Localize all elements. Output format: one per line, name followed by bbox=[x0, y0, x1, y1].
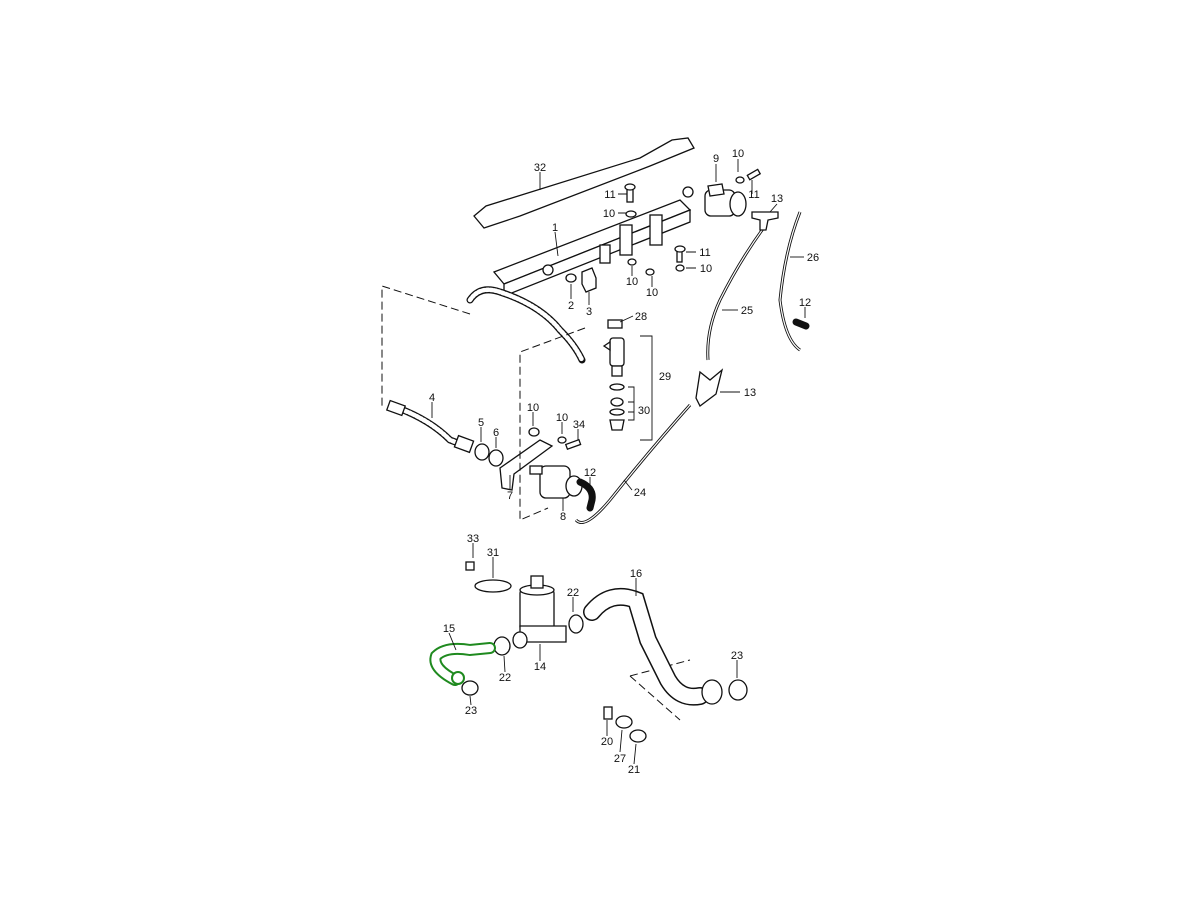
callout-8[interactable]: 8 bbox=[560, 511, 566, 523]
fasteners bbox=[528, 168, 762, 451]
leader-lines bbox=[431, 159, 806, 765]
callout-10[interactable]: 10 bbox=[603, 208, 615, 220]
callout-5[interactable]: 5 bbox=[478, 417, 484, 429]
callout-10[interactable]: 10 bbox=[556, 412, 568, 424]
callout-30[interactable]: 30 bbox=[638, 405, 650, 417]
callout-14[interactable]: 14 bbox=[534, 661, 546, 673]
callout-22[interactable]: 22 bbox=[567, 587, 579, 599]
callout-3[interactable]: 3 bbox=[586, 306, 592, 318]
callout-26[interactable]: 26 bbox=[807, 252, 819, 264]
callout-28[interactable]: 28 bbox=[635, 311, 647, 323]
callout-9[interactable]: 9 bbox=[713, 153, 719, 165]
callout-labels: 32 1 11 10 9 10 11 13 26 11 10 10 10 2 3… bbox=[429, 148, 819, 776]
part-7-bracket[interactable] bbox=[499, 439, 554, 491]
callout-16[interactable]: 16 bbox=[630, 568, 642, 580]
part-15-hose-highlighted[interactable] bbox=[429, 642, 496, 686]
callout-6[interactable]: 6 bbox=[493, 427, 499, 439]
callout-34[interactable]: 34 bbox=[573, 419, 585, 431]
callout-10[interactable]: 10 bbox=[527, 402, 539, 414]
callout-11[interactable]: 11 bbox=[604, 189, 615, 201]
callout-2[interactable]: 2 bbox=[568, 300, 574, 312]
callout-24[interactable]: 24 bbox=[634, 487, 646, 499]
callout-11[interactable]: 11 bbox=[699, 247, 710, 259]
callout-20[interactable]: 20 bbox=[601, 736, 613, 748]
part-9-pressure-damper[interactable] bbox=[704, 183, 747, 217]
part-31-clamp[interactable] bbox=[465, 561, 512, 593]
callout-29[interactable]: 29 bbox=[659, 371, 671, 383]
callout-27[interactable]: 27 bbox=[614, 753, 626, 765]
callout-33[interactable]: 33 bbox=[467, 533, 479, 545]
callout-10[interactable]: 10 bbox=[626, 276, 638, 288]
callout-12[interactable]: 12 bbox=[799, 297, 811, 309]
callout-10[interactable]: 10 bbox=[700, 263, 712, 275]
callout-32[interactable]: 32 bbox=[534, 162, 546, 174]
callout-13[interactable]: 13 bbox=[771, 193, 783, 205]
callout-7[interactable]: 7 bbox=[507, 490, 513, 502]
callout-10[interactable]: 10 bbox=[732, 148, 744, 160]
part-8-pressure-regulator[interactable] bbox=[529, 465, 583, 499]
callout-1[interactable]: 1 bbox=[552, 222, 558, 234]
callout-25[interactable]: 25 bbox=[741, 305, 753, 317]
callout-23[interactable]: 23 bbox=[731, 650, 743, 662]
callout-4[interactable]: 4 bbox=[429, 392, 435, 404]
part-14-idle-valve[interactable] bbox=[519, 575, 567, 643]
callout-22[interactable]: 22 bbox=[499, 672, 511, 684]
callout-11[interactable]: 11 bbox=[748, 189, 759, 201]
callout-21[interactable]: 21 bbox=[628, 764, 640, 776]
part-32-cover[interactable] bbox=[473, 137, 695, 229]
callout-12[interactable]: 12 bbox=[584, 467, 596, 479]
callout-13[interactable]: 13 bbox=[744, 387, 756, 399]
callout-23[interactable]: 23 bbox=[465, 705, 477, 717]
callout-15[interactable]: 15 bbox=[443, 623, 455, 635]
callout-10[interactable]: 10 bbox=[646, 287, 658, 299]
part-29-injector[interactable] bbox=[602, 337, 625, 431]
callout-31[interactable]: 31 bbox=[487, 547, 499, 559]
part-1-fuel-rail[interactable] bbox=[492, 186, 694, 297]
